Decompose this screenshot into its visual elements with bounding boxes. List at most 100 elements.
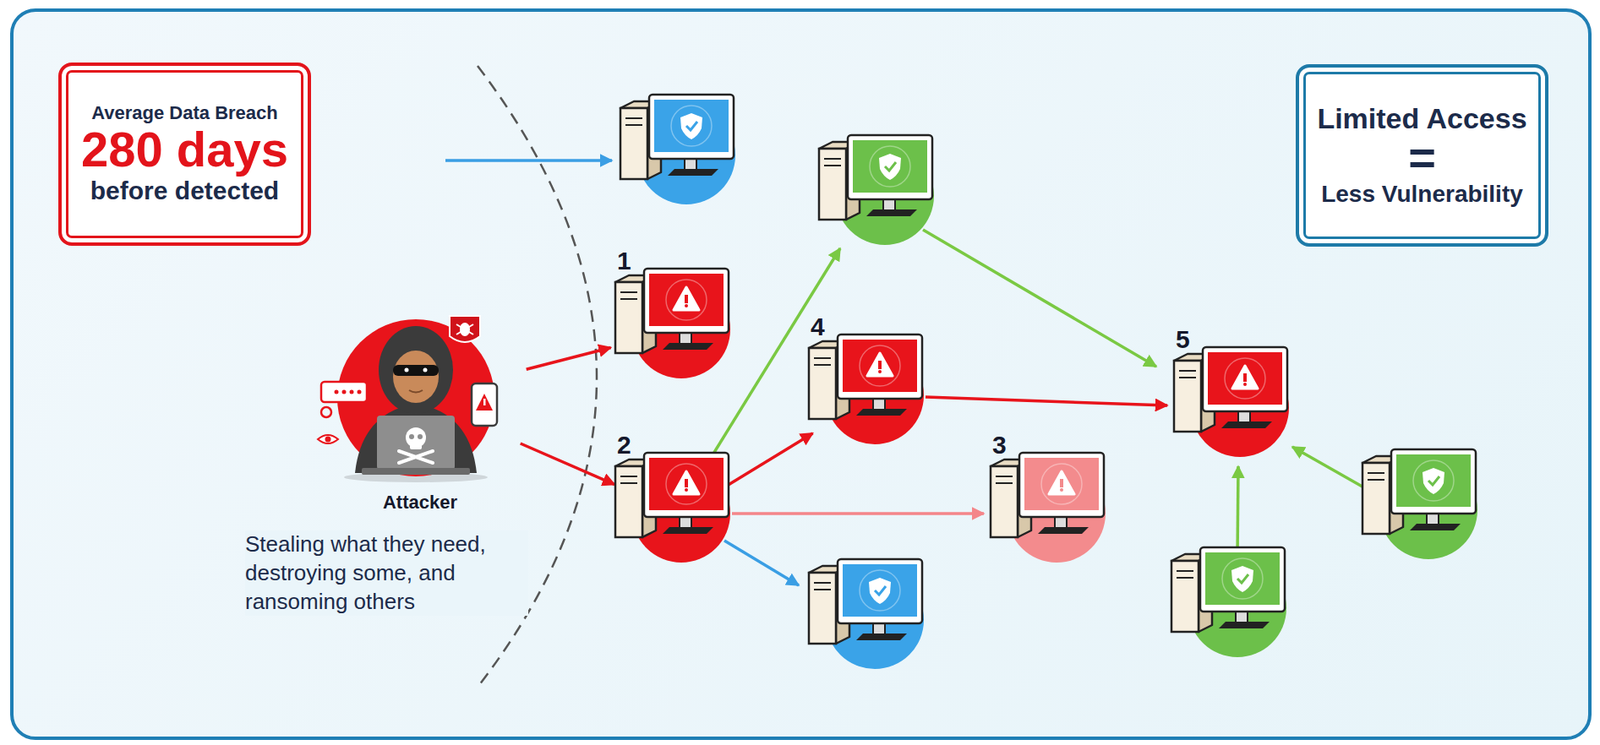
tower-slot xyxy=(813,357,831,360)
tower-front xyxy=(615,282,643,354)
eye-pupil xyxy=(325,436,332,443)
warning-icon xyxy=(1048,471,1075,495)
attack-arrow xyxy=(724,433,813,488)
monitor-base xyxy=(662,527,714,535)
screen-ring xyxy=(1413,460,1454,502)
check-mark xyxy=(686,121,698,131)
monitor-frame xyxy=(1202,347,1288,412)
tower-slot xyxy=(1367,479,1385,481)
monitor-screen xyxy=(1207,352,1283,405)
check-mark xyxy=(1428,476,1440,486)
eye xyxy=(423,368,428,373)
computer-icon xyxy=(808,559,924,670)
screen-ring xyxy=(666,464,707,505)
info-box: Limited Access=Less Vulnerability xyxy=(1295,64,1549,247)
screen-ring xyxy=(1224,358,1266,399)
bug-badge xyxy=(449,316,481,343)
tower-slot xyxy=(813,364,831,366)
attack-arrow xyxy=(925,397,1168,406)
monitor-stand xyxy=(679,517,692,529)
check-mark xyxy=(1237,574,1249,584)
monitor-frame xyxy=(1391,449,1476,514)
mask xyxy=(393,365,439,377)
warning-bar xyxy=(1243,373,1247,383)
monitor-frame xyxy=(847,135,933,200)
tower-slot xyxy=(620,475,638,478)
heading: Less Vulnerability xyxy=(1321,180,1524,209)
password-dot xyxy=(342,390,347,395)
check-mark xyxy=(874,586,886,596)
face xyxy=(393,350,439,404)
warning-bar xyxy=(878,360,882,370)
tower-slot xyxy=(1176,570,1194,573)
hooded-body xyxy=(354,404,477,474)
tower-slot xyxy=(813,582,831,585)
mouth xyxy=(409,390,423,394)
shield-icon xyxy=(1231,566,1254,593)
tower-front xyxy=(819,148,847,220)
monitor-base xyxy=(856,409,907,416)
safe-arrow xyxy=(1292,447,1367,490)
monitor-stand xyxy=(1426,513,1439,525)
monitor-stand xyxy=(679,333,692,345)
tower-front xyxy=(615,466,643,538)
monitor-stand xyxy=(1238,411,1251,423)
search-icon xyxy=(321,407,332,418)
callout-number: 2 xyxy=(617,432,632,459)
skull-eye xyxy=(417,434,423,440)
tower-slot xyxy=(625,124,643,126)
tower-slot xyxy=(813,589,831,591)
monitor-stand xyxy=(1235,611,1248,623)
monitor-base xyxy=(662,343,714,350)
shield-icon xyxy=(1422,468,1445,495)
password-dot xyxy=(357,390,362,395)
info-box: Average Data Breach280 daysbefore detect… xyxy=(58,62,312,246)
tower-slot xyxy=(824,158,841,160)
stat-caption: Average Data Breach xyxy=(91,102,279,125)
computer-node: 1 xyxy=(611,245,739,385)
tower-slot xyxy=(995,475,1013,478)
monitor-base xyxy=(1409,524,1461,531)
screen-ring xyxy=(859,570,901,612)
crossbones xyxy=(398,451,433,464)
monitor-base xyxy=(856,633,907,641)
warning-bar xyxy=(483,398,487,406)
callout-number: 4 xyxy=(810,314,825,340)
monitor-base xyxy=(866,209,918,217)
monitor-screen xyxy=(1396,454,1471,508)
screen-ring xyxy=(671,105,712,147)
attacker-illustration xyxy=(314,304,526,487)
monitor-screen xyxy=(649,458,724,511)
monitor-screen xyxy=(654,99,729,153)
stat-value: 280 days xyxy=(81,124,289,176)
warning-icon xyxy=(475,393,493,411)
computer-icon xyxy=(819,135,934,246)
check-mark xyxy=(884,162,896,171)
monitor-screen xyxy=(842,339,918,393)
callout-number: 1 xyxy=(617,248,632,274)
monitor-screen xyxy=(1024,458,1099,511)
screen-ring xyxy=(666,279,707,321)
warning-dot xyxy=(684,488,689,492)
computer-node: 5 xyxy=(1170,323,1298,464)
computer-icon xyxy=(1362,449,1478,560)
monitor-frame xyxy=(644,453,729,518)
tower-front xyxy=(1171,561,1199,633)
stat-caption: before detected xyxy=(90,175,279,207)
callout-number: 3 xyxy=(992,432,1007,459)
monitor-stand xyxy=(873,623,885,635)
shield-icon xyxy=(680,113,703,140)
password-dot xyxy=(349,390,355,395)
monitor-frame xyxy=(1200,547,1285,612)
monitor-screen xyxy=(1205,552,1280,606)
warning-icon xyxy=(867,353,893,377)
tower-slot xyxy=(1176,577,1194,579)
tower-slot xyxy=(1179,370,1196,372)
screen-ring xyxy=(859,345,901,387)
laptop-lid xyxy=(376,415,455,470)
password-box xyxy=(321,382,367,403)
hood xyxy=(378,326,454,415)
blocked-arrow xyxy=(724,540,799,586)
blocked-arrow xyxy=(445,158,612,163)
